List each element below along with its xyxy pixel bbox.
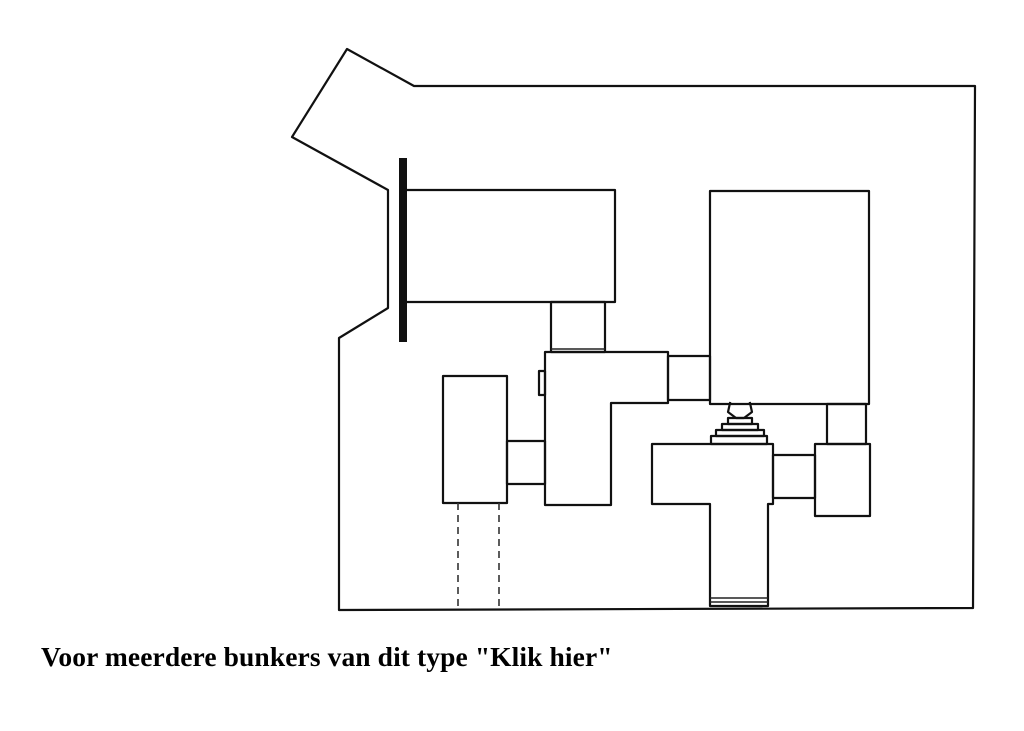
corridor-central-right	[666, 354, 712, 402]
gun-room	[401, 188, 617, 304]
corridor-gun-room	[549, 300, 607, 354]
left-room	[441, 374, 509, 505]
step-4	[709, 434, 769, 446]
corridor-large-small-right	[825, 402, 868, 446]
large-room-right	[708, 189, 871, 406]
t-shaped-room	[650, 442, 775, 608]
right-small-room	[813, 442, 872, 518]
central-l-room	[543, 350, 670, 507]
stepped-base	[726, 401, 754, 420]
caption-link-text[interactable]: Voor meerdere bunkers van dit type "Klik…	[41, 641, 613, 672]
corridor-left-central	[505, 439, 547, 486]
central-l-room-niche	[537, 369, 547, 397]
corridor-t-right	[771, 453, 817, 500]
outer-wall	[290, 47, 977, 612]
